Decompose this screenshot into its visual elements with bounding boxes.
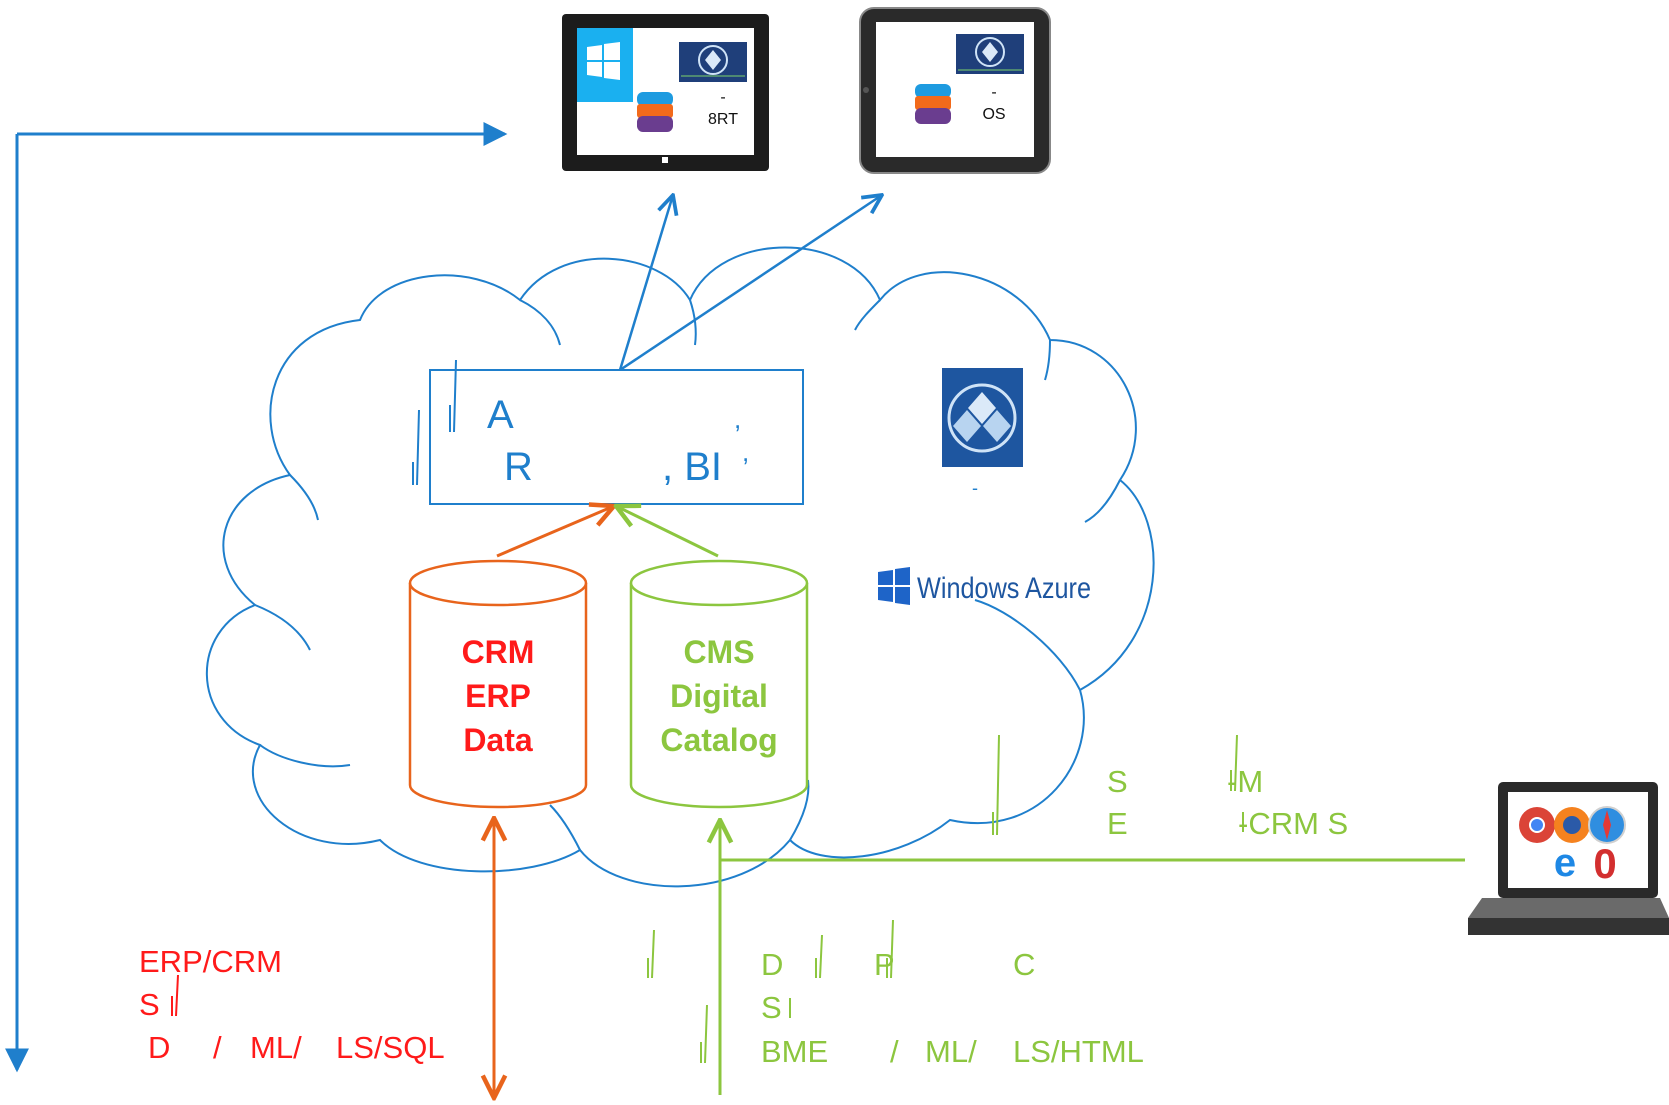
shop-note-ticks [992,734,1244,836]
windows-logo-icon [878,567,910,605]
database-stack-icon [637,92,673,132]
crm-db-line1: CRM [462,634,535,670]
pim-note-p: P [874,947,895,982]
pim-note-ticks [647,919,894,1064]
crm-db-line2: ERP [465,678,531,714]
pim-note-s: S [761,990,782,1025]
crm-to-app-arrow [496,506,614,558]
windows-azure-brand: Windows Azure [917,572,1091,605]
cms-db-line1: CMS [683,634,754,670]
app-box-line2b: , BI [662,445,722,489]
pim-connector [720,820,1465,1095]
windows-tablet [562,14,769,171]
svg-text:0: 0 [1593,840,1616,887]
app-box-line2a: R [504,445,533,489]
erp-note-line1: ERP/CRM [139,944,282,979]
cloud-inner-arcs [254,299,1121,851]
erp-note-line3c: ML/ [250,1030,302,1065]
pim-note-slash: / [890,1034,899,1069]
erp-note-ticks [171,974,179,1017]
shop-note-s: S [1107,764,1128,799]
windows-tablet-line1: - [720,89,725,106]
ipad-tablet-line2: OS [982,106,1005,123]
svg-text:e: e [1554,841,1576,885]
crm-erp-database [408,559,588,809]
laptop-icon: e 0 [1468,782,1669,935]
crm-db-line3: Data [463,722,533,758]
ipad-tablet [859,7,1051,174]
pim-note-c: C [1013,947,1035,982]
pim-note-ml: ML/ [925,1034,977,1069]
azure-logo-icon [942,368,1023,467]
shop-note-crm: -CRM S [1238,806,1348,841]
app-box-comma2: , [742,437,749,467]
sync-arrows [618,195,882,372]
erp-note-line3d: LS/SQL [336,1030,445,1065]
app-box-tick-marks [412,359,457,486]
azure-dash: - [972,478,978,498]
app-box-line1: A [487,393,514,437]
erp-note-line3a: D [148,1030,170,1065]
pim-note-ls: LS/HTML [1013,1034,1144,1069]
pim-note-bme: BME [761,1034,828,1069]
erp-note-line3b: / [213,1030,222,1065]
cms-catalog-database [629,559,809,809]
cms-to-app-arrow [616,506,719,558]
ipad-tablet-line1: - [991,84,996,101]
shop-note-m: -M [1227,764,1263,799]
cms-db-line2: Digital [670,678,768,714]
pim-note-d: D [761,947,783,982]
shop-note-e: E [1107,806,1128,841]
cms-db-line3: Catalog [660,722,777,758]
windows-tablet-line2: 8RT [708,111,738,128]
database-stack-icon [915,84,951,124]
erp-note-line2: S [139,987,160,1022]
app-box-comma1: , [734,404,741,434]
left-vertical-connector [4,122,508,1073]
browser-logos-icon: e 0 [1519,806,1626,887]
